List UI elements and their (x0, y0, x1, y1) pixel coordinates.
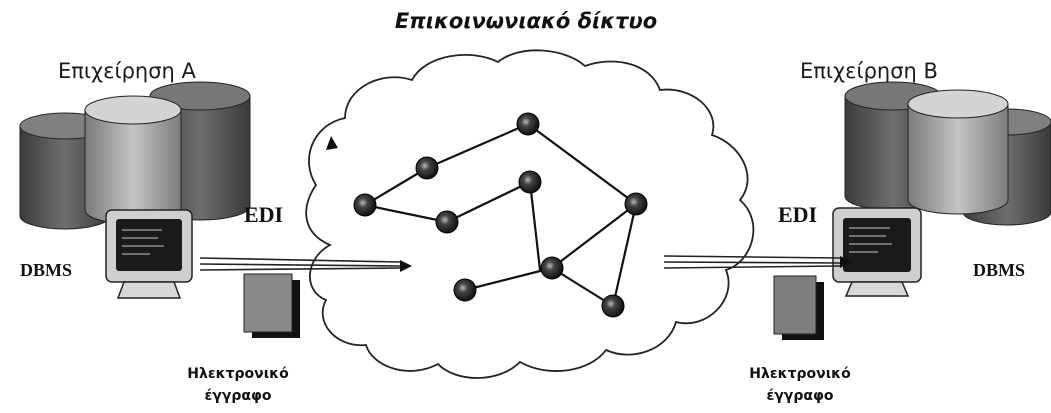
arrow-head-icon (400, 260, 412, 272)
company-a-dbms-label: DBMS (20, 260, 72, 280)
network-node (601, 294, 625, 318)
network-node (415, 156, 439, 180)
cloud-arrow-icon (326, 136, 338, 150)
company-b-computer-icon (832, 207, 922, 297)
company-b-document-label-line2: έγγραφο (766, 388, 833, 404)
company-b-transfer-arrow (663, 255, 841, 269)
company-b-database-icon (844, 81, 1051, 226)
company-b-document-label-line1: Ηλεκτρονικό (749, 366, 851, 382)
network-node (624, 192, 648, 216)
company-a-document-icon (243, 273, 300, 338)
company-b-document-icon (773, 275, 824, 340)
network-cloud (305, 49, 755, 379)
company-a-document-label-line1: Ηλεκτρονικό (187, 366, 289, 382)
company-a-database-icon (19, 81, 251, 230)
network-node (540, 256, 564, 280)
network-node (518, 170, 542, 194)
company-a-document-label-line2: έγγραφο (204, 388, 271, 404)
network-node (453, 278, 477, 302)
company-a-transfer-arrow (199, 257, 401, 271)
company-b-name: Επιχείρηση Β (800, 59, 938, 83)
arrow-head-icon (840, 256, 852, 268)
network-links (364, 122, 638, 307)
network-node (516, 112, 540, 136)
company-a-computer-icon (105, 209, 193, 299)
company-b-dbms-label: DBMS (973, 260, 1025, 280)
company-a-name: Επιχείρηση Α (58, 59, 197, 83)
diagram-title: Επικοινωνιακό δίκτυο (395, 9, 657, 33)
network-node (353, 193, 377, 217)
company-b-edi-label: EDI (778, 202, 817, 227)
network-node (435, 210, 459, 234)
company-a-edi-label: EDI (244, 202, 283, 227)
